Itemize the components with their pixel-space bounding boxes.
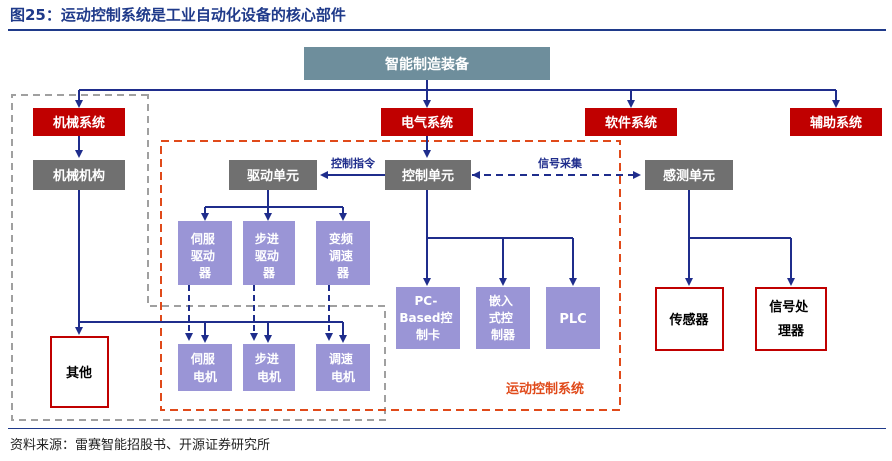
node-pc-based-line: 制卡 xyxy=(416,327,440,342)
node-servo-drive-line: 伺服 xyxy=(190,231,216,246)
label-signal-collect: 信号采集 xyxy=(538,156,583,170)
node-soft xyxy=(585,108,677,136)
node-servo-motor-label: 伺服 电机 xyxy=(190,351,219,384)
node-vfd xyxy=(316,221,370,285)
node-servo-drive-label: 伺服 驱动 器 xyxy=(190,231,219,280)
node-aux-label: 辅助系统 xyxy=(810,115,862,131)
node-aux xyxy=(790,108,882,136)
node-mech xyxy=(33,108,125,136)
label-control-cmd: 控制指令 xyxy=(331,156,376,170)
node-step-motor-line: 步进 xyxy=(255,351,279,366)
node-elec-label: 电气系统 xyxy=(401,115,453,131)
node-step-drive-line: 驱动 xyxy=(255,249,279,263)
node-signal-proc xyxy=(755,287,827,351)
node-servo-motor-line: 伺服 xyxy=(190,351,216,366)
node-speed-motor-label: 调速 电机 xyxy=(329,351,357,384)
node-mech-struct-label: 机械机构 xyxy=(53,168,105,184)
node-vfd-line: 调速 xyxy=(329,248,353,263)
node-vfd-line: 器 xyxy=(336,266,350,280)
node-servo-motor xyxy=(178,344,232,391)
node-pc-based xyxy=(396,287,460,349)
node-soft-label: 软件系统 xyxy=(605,115,657,131)
node-step-drive-line: 步进 xyxy=(255,231,279,246)
node-embedded-label: 嵌入 式控 制器 xyxy=(489,293,517,342)
node-step-motor xyxy=(243,344,295,391)
node-signal-proc-label: 信号处 理器 xyxy=(769,299,813,339)
source-rule xyxy=(8,428,886,429)
node-pc-based-line: Based控 xyxy=(399,310,452,325)
node-plc-label: PLC xyxy=(559,312,586,327)
node-embedded-line: 制器 xyxy=(491,327,516,342)
node-plc xyxy=(546,287,600,349)
node-step-drive-label: 步进 驱动 器 xyxy=(255,231,283,280)
mechanical-group-outline xyxy=(11,94,386,421)
node-mech-struct xyxy=(33,160,125,190)
node-drive-unit xyxy=(229,160,317,190)
node-step-drive-line: 器 xyxy=(262,266,276,280)
node-elec xyxy=(381,108,473,136)
node-sensor xyxy=(655,287,724,351)
node-signal-proc-line: 信号处 xyxy=(769,299,809,315)
label-motion-system: 运动控制系统 xyxy=(506,381,584,397)
node-speed-motor-line: 电机 xyxy=(331,369,355,384)
figure-title: 图25：运动控制系统是工业自动化设备的核心部件 xyxy=(10,6,346,24)
node-speed-motor-line: 调速 xyxy=(329,351,353,366)
node-embedded xyxy=(476,287,530,349)
node-control-unit-label: 控制单元 xyxy=(402,168,454,184)
node-step-drive xyxy=(243,221,295,285)
node-embedded-line: 式控 xyxy=(489,310,513,325)
node-pc-based-line: PC- xyxy=(414,294,437,308)
connectors xyxy=(75,80,840,343)
node-other-label: 其他 xyxy=(66,365,92,381)
source-note: 资料来源：雷赛智能招股书、开源证券研究所 xyxy=(10,438,271,453)
node-servo-drive xyxy=(178,221,232,285)
node-drive-unit-label: 驱动单元 xyxy=(247,168,299,184)
node-servo-drive-line: 驱动 xyxy=(191,249,215,263)
node-sensor-label: 传感器 xyxy=(668,312,709,328)
node-pc-based-label: PC- Based控 制卡 xyxy=(399,294,456,342)
node-step-motor-label: 步进 电机 xyxy=(255,351,283,384)
node-sense-unit-label: 感测单元 xyxy=(663,168,715,184)
node-other xyxy=(50,336,109,408)
node-servo-drive-line: 器 xyxy=(198,266,212,280)
node-speed-motor xyxy=(316,344,370,391)
node-vfd-line: 变频 xyxy=(329,231,353,246)
driver-motor-links xyxy=(188,285,330,339)
node-signal-proc-line: 理器 xyxy=(778,324,805,339)
node-control-unit xyxy=(385,160,471,190)
node-vfd-label: 变频 调速 器 xyxy=(329,231,357,280)
node-mech-label: 机械系统 xyxy=(53,115,105,131)
node-step-motor-line: 电机 xyxy=(257,369,281,384)
title-rule xyxy=(8,29,886,31)
node-top-label: 智能制造装备 xyxy=(384,56,470,73)
node-sense-unit xyxy=(645,160,733,190)
node-embedded-line: 嵌入 xyxy=(489,293,513,308)
node-servo-motor-line: 电机 xyxy=(193,369,217,384)
node-top xyxy=(304,47,550,80)
